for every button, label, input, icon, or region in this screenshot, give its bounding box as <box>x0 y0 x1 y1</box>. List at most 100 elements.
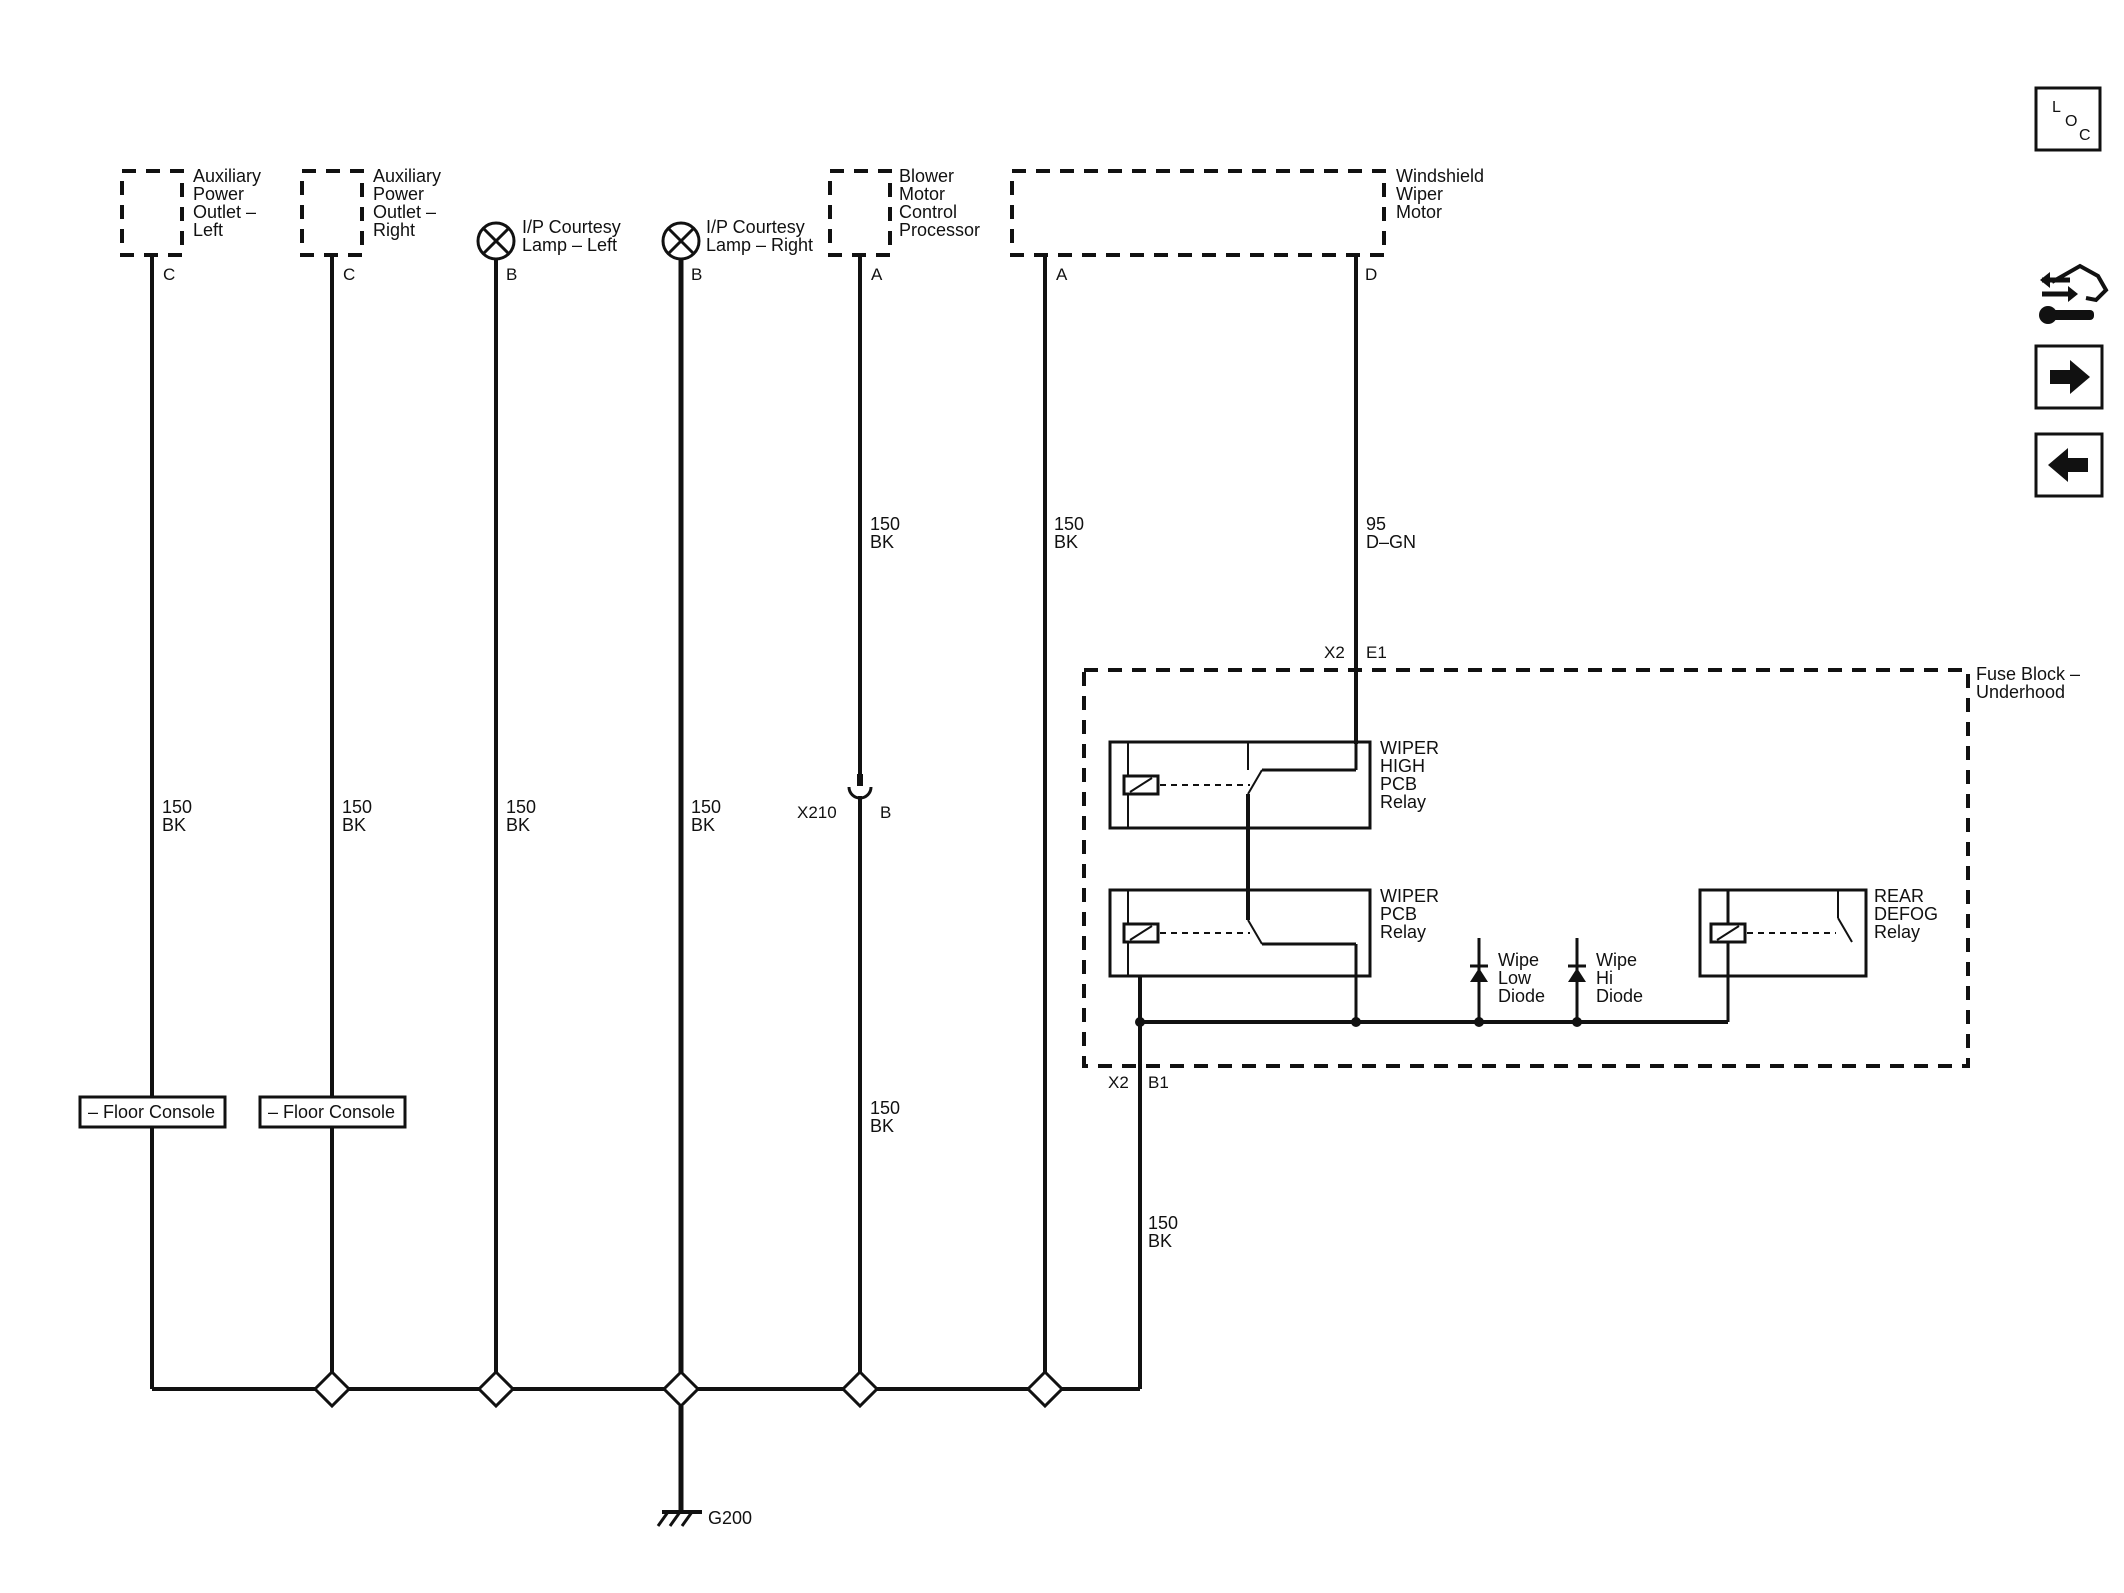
svg-text:O: O <box>2065 113 2077 130</box>
svg-text:Outlet –: Outlet – <box>373 202 436 222</box>
svg-text:BK: BK <box>342 815 366 835</box>
wiper-motor-box <box>1010 169 1386 257</box>
lamp-left-label: I/P Courtesy Lamp – Left <box>522 217 621 255</box>
splice-dot-4 <box>1572 1017 1582 1027</box>
svg-text:C: C <box>2079 127 2091 144</box>
svg-text:REAR: REAR <box>1874 886 1924 906</box>
splice-dot-2 <box>1351 1017 1361 1027</box>
fuse-block-label: Fuse Block – Underhood <box>1976 664 2080 702</box>
svg-text:DEFOG: DEFOG <box>1874 904 1938 924</box>
svg-text:– Floor Console: – Floor Console <box>88 1102 215 1122</box>
svg-text:Low: Low <box>1498 968 1532 988</box>
pin-aux-left: C <box>163 265 175 284</box>
svg-text:BK: BK <box>506 815 530 835</box>
svg-text:PCB: PCB <box>1380 904 1417 924</box>
svg-text:150: 150 <box>1054 514 1084 534</box>
svg-text:I/P Courtesy: I/P Courtesy <box>706 217 805 237</box>
aux-outlet-left-label: Auxiliary Power Outlet – Left <box>193 166 261 240</box>
floor-console-left: – Floor Console <box>78 1095 227 1129</box>
svg-text:PCB: PCB <box>1380 774 1417 794</box>
svg-text:Auxiliary: Auxiliary <box>193 166 261 186</box>
wire-label-wiper-a: 150 BK <box>1054 514 1084 552</box>
svg-text:WIPER: WIPER <box>1380 738 1439 758</box>
svg-text:Diode: Diode <box>1596 986 1643 1006</box>
wire-label-blower-lower: 150 BK <box>870 1098 900 1136</box>
pin-x2-bottom: X2 <box>1108 1073 1129 1092</box>
svg-text:Outlet –: Outlet – <box>193 202 256 222</box>
svg-text:150: 150 <box>162 797 192 817</box>
svg-text:Hi: Hi <box>1596 968 1613 988</box>
svg-text:BK: BK <box>1148 1231 1172 1251</box>
arrow-left-icon <box>2048 448 2088 482</box>
ground-symbol-icon <box>656 1510 702 1527</box>
svg-text:Power: Power <box>193 184 244 204</box>
svg-text:150: 150 <box>506 797 536 817</box>
svg-text:150: 150 <box>691 797 721 817</box>
blower-processor-box <box>828 169 892 257</box>
lamp-right-label: I/P Courtesy Lamp – Right <box>706 217 813 255</box>
svg-text:150: 150 <box>870 514 900 534</box>
rear-defog-relay <box>1698 888 1868 1022</box>
svg-text:HIGH: HIGH <box>1380 756 1425 776</box>
svg-text:Auxiliary: Auxiliary <box>373 166 441 186</box>
splice-dot-3 <box>1474 1017 1484 1027</box>
svg-text:95: 95 <box>1366 514 1386 534</box>
blower-processor-label: Blower Motor Control Processor <box>899 166 980 240</box>
rear-defog-relay-label: REAR DEFOG Relay <box>1874 886 1938 942</box>
svg-text:Relay: Relay <box>1380 922 1426 942</box>
connector-tool-icon[interactable] <box>2039 263 2109 324</box>
wiper-pcb-relay-label: WIPER PCB Relay <box>1380 886 1439 942</box>
svg-text:Relay: Relay <box>1874 922 1920 942</box>
svg-text:Wipe: Wipe <box>1498 950 1539 970</box>
fuse-block-underhood <box>1082 668 1970 1068</box>
svg-text:Left: Left <box>193 220 223 240</box>
floor-console-right: – Floor Console <box>258 1095 407 1129</box>
svg-text:Diode: Diode <box>1498 986 1545 1006</box>
svg-text:BK: BK <box>870 1116 894 1136</box>
pin-e1: E1 <box>1366 643 1387 662</box>
svg-text:BK: BK <box>162 815 186 835</box>
svg-text:Control: Control <box>899 202 957 222</box>
loc-icon: L <box>2052 99 2061 116</box>
aux-outlet-right-label: Auxiliary Power Outlet – Right <box>373 166 441 240</box>
ground-label: G200 <box>708 1508 752 1528</box>
pin-wiper-a: A <box>1056 265 1068 284</box>
location-button[interactable]: L O C <box>2034 86 2102 152</box>
pin-x2-top: X2 <box>1324 643 1345 662</box>
lamp-right-icon <box>661 221 701 261</box>
svg-text:Underhood: Underhood <box>1976 682 2065 702</box>
x210-connector <box>847 774 873 800</box>
wire-label-blower-upper: 150 BK <box>870 514 900 552</box>
aux-outlet-left-box <box>120 169 184 257</box>
svg-text:I/P Courtesy: I/P Courtesy <box>522 217 621 237</box>
x210-label: X210 <box>797 803 837 822</box>
svg-text:Motor: Motor <box>899 184 945 204</box>
wiper-high-relay <box>1108 740 1372 830</box>
svg-text:Windshield: Windshield <box>1396 166 1484 186</box>
svg-text:Wiper: Wiper <box>1396 184 1443 204</box>
pin-wiper-d: D <box>1365 265 1377 284</box>
wipe-hi-diode-label: Wipe Hi Diode <box>1596 950 1643 1006</box>
svg-text:150: 150 <box>1148 1213 1178 1233</box>
wire-label-wiper-d: 95 D–GN <box>1366 514 1416 552</box>
svg-text:Right: Right <box>373 220 415 240</box>
pin-blower: A <box>871 265 883 284</box>
pin-lamp-right: B <box>691 265 702 284</box>
lamp-left-icon <box>476 221 516 261</box>
wiper-pcb-relay <box>1108 888 1372 1022</box>
forward-button[interactable] <box>2034 344 2104 410</box>
wire-label-b1: 150 BK <box>1148 1213 1178 1251</box>
svg-text:Blower: Blower <box>899 166 954 186</box>
svg-text:Lamp – Left: Lamp – Left <box>522 235 617 255</box>
back-button[interactable] <box>2034 432 2104 498</box>
svg-text:Lamp – Right: Lamp – Right <box>706 235 813 255</box>
svg-text:BK: BK <box>870 532 894 552</box>
svg-text:Fuse Block –: Fuse Block – <box>1976 664 2080 684</box>
svg-text:Wipe: Wipe <box>1596 950 1637 970</box>
svg-text:150: 150 <box>870 1098 900 1118</box>
pin-aux-right: C <box>343 265 355 284</box>
arrow-right-icon <box>2050 360 2090 394</box>
x210-pin-b: B <box>880 803 891 822</box>
wire-label-lamp-right: 150 BK <box>691 797 721 835</box>
